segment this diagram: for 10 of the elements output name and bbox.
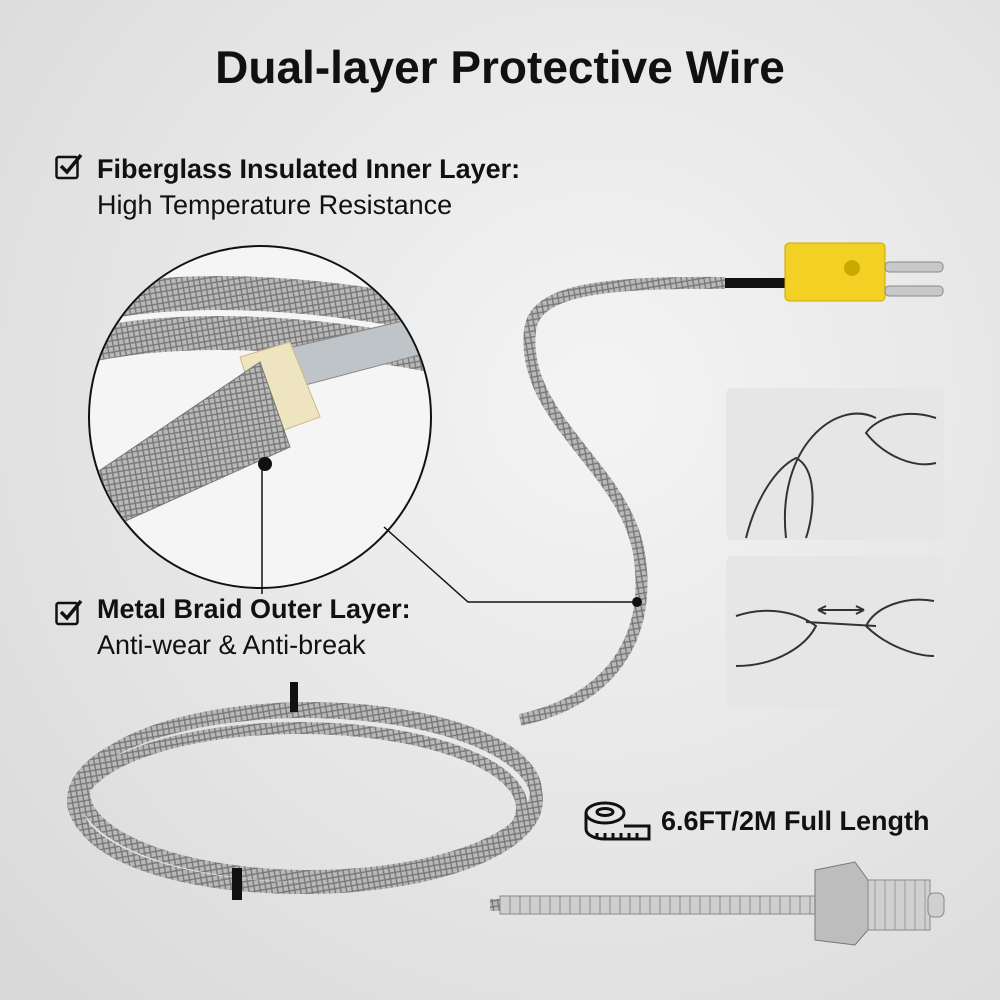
feature-description: Anti-wear & Anti-break	[97, 630, 366, 661]
point-marker	[258, 457, 272, 471]
length-label: 6.6FT/2M Full Length	[661, 806, 930, 837]
title: Dual-layer Protective Wire	[214, 40, 786, 94]
feature-heading: Metal Braid Outer Layer:	[97, 594, 411, 625]
point-marker	[632, 597, 642, 607]
feature-heading: Fiberglass Insulated Inner Layer:	[97, 154, 520, 185]
leader-line	[261, 470, 263, 594]
leader-line	[384, 526, 632, 603]
feature-description: High Temperature Resistance	[97, 190, 452, 221]
